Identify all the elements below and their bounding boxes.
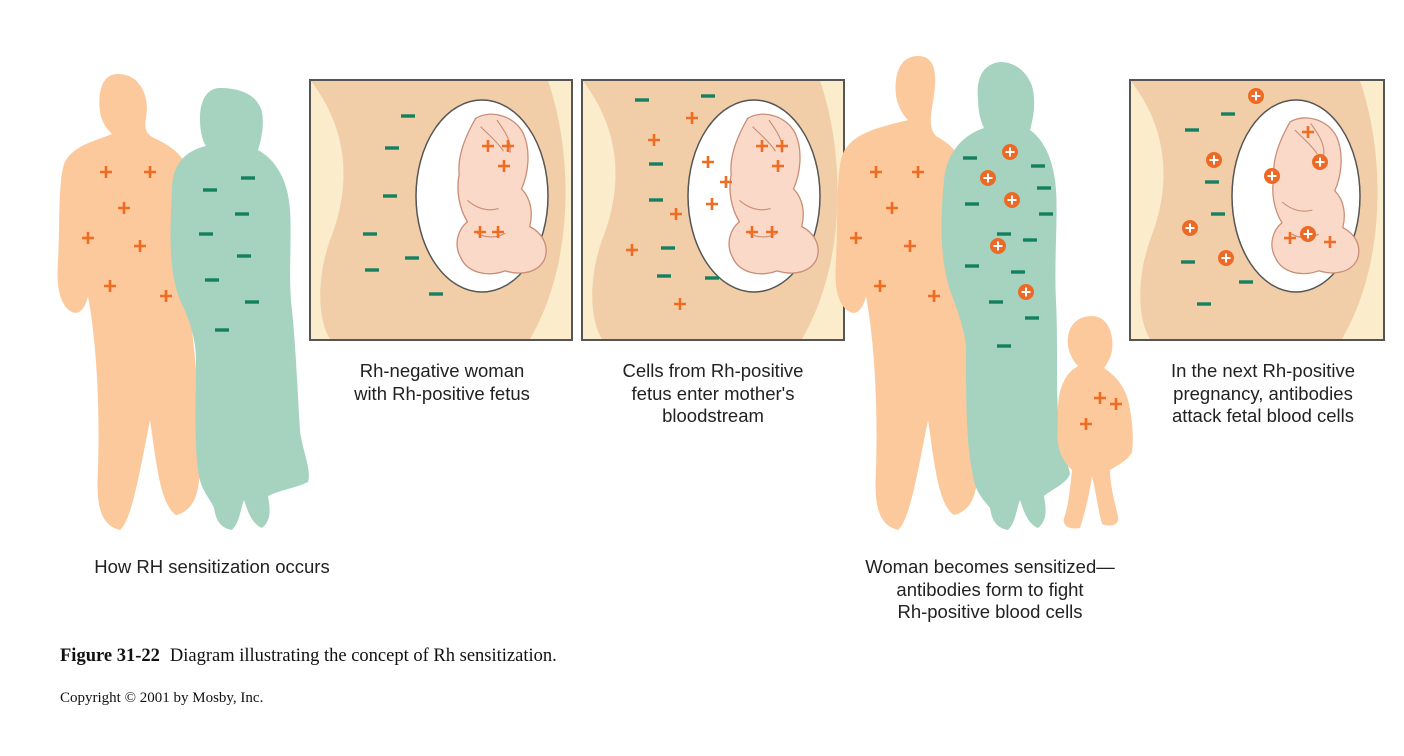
antibody-marked-cell: [1205, 151, 1223, 169]
rh-negative-woman-figure: [941, 62, 1070, 530]
antibody-marked-cell: [1263, 167, 1281, 185]
rh-negative-woman-figure: [170, 88, 309, 530]
figure-caption-text: Diagram illustrating the concept of Rh s…: [169, 646, 557, 666]
antibody-marked-cell: [1247, 87, 1265, 105]
pregnant-panel: [309, 79, 573, 341]
antibody-marked-cell: [1311, 153, 1329, 171]
antibody-marked-cell: [1001, 143, 1019, 161]
couple-caption: How RH sensitization occurs: [94, 556, 330, 577]
next-pregnancy-panel: [1129, 79, 1385, 341]
antibody-marked-cell: [1017, 283, 1035, 301]
rh-positive-man-figure: [57, 74, 200, 530]
rh-positive-man-figure: [835, 56, 978, 530]
couple-panel: [57, 74, 309, 530]
pregnant-caption: Rh-negative woman with Rh-positive fetus: [354, 360, 530, 404]
copyright-notice: Copyright © 2001 by Mosby, Inc.: [60, 690, 264, 706]
sensitized-caption: Woman becomes sensitized— antibodies for…: [865, 556, 1115, 622]
antibody-marked-cell: [1003, 191, 1021, 209]
antibody-marked-cell: [979, 169, 997, 187]
next-pregnancy-caption: In the next Rh-positive pregnancy, antib…: [1170, 360, 1356, 426]
antibody-marked-cell: [1181, 219, 1199, 237]
antibody-marked-cell: [1299, 225, 1317, 243]
sensitized-panel: [835, 56, 1133, 530]
rh-positive-child-figure: [1057, 316, 1133, 529]
antibody-marked-cell: [989, 237, 1007, 255]
figure-number: Figure 31-22: [60, 646, 160, 666]
cells-enter-panel: [581, 79, 845, 341]
antibody-marked-cell: [1217, 249, 1235, 267]
figure-caption: Figure 31-22 Diagram illustrating the con…: [60, 646, 557, 667]
cells-enter-caption: Cells from Rh-positive fetus enter mothe…: [622, 360, 804, 426]
